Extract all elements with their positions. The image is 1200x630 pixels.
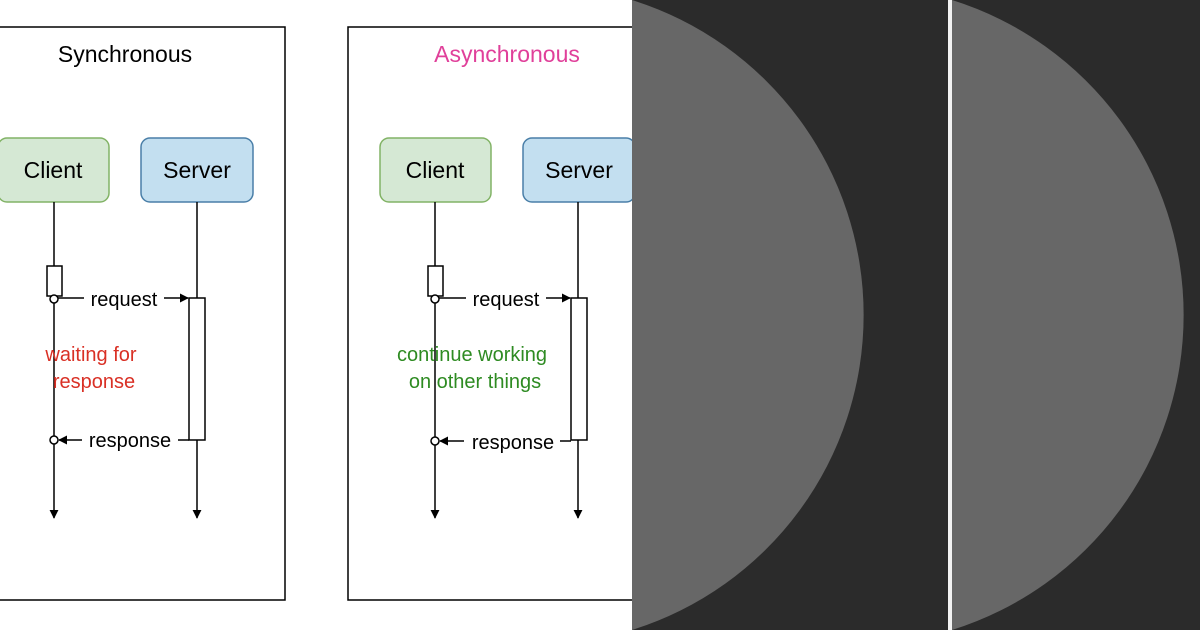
sequence-diagrams: Synchronous Client Server request respon… <box>0 26 632 601</box>
async-frame <box>347 26 632 601</box>
async-request-label: request <box>473 289 540 311</box>
sync-server-label: Server <box>163 157 231 183</box>
async-client-send-point <box>430 294 440 304</box>
async-response-label: response <box>472 432 554 454</box>
async-diagram: Asynchronous Client Server request respo… <box>347 26 632 601</box>
sync-client-receive-point <box>49 435 59 445</box>
sync-response-label: response <box>89 430 171 452</box>
dark-image-panels <box>632 0 1200 630</box>
sync-note-line-2: response <box>53 371 135 393</box>
sync-note-line-1: waiting for <box>44 344 136 366</box>
panel-2-circle <box>952 0 1184 630</box>
panel-1-circle <box>632 0 864 630</box>
sync-frame <box>0 26 286 601</box>
sync-diagram: Synchronous Client Server request respon… <box>0 26 286 601</box>
sync-client-send-point <box>49 294 59 304</box>
sync-client-label: Client <box>24 157 83 183</box>
sync-server-activation <box>188 297 206 441</box>
sync-request-label: request <box>91 289 158 311</box>
async-client-label: Client <box>406 157 465 183</box>
async-server-activation <box>570 297 588 441</box>
sync-title: Synchronous <box>58 41 192 67</box>
sync-client-activation <box>46 265 63 297</box>
async-server-box <box>522 137 632 203</box>
panel-1 <box>632 0 864 630</box>
async-server-label: Server <box>545 157 613 183</box>
async-title: Asynchronous <box>434 41 580 67</box>
async-note-line-1: continue working <box>397 344 547 366</box>
panel-divider <box>948 0 952 630</box>
async-note-line-2: on other things <box>409 371 541 393</box>
async-client-activation <box>427 265 444 297</box>
panel-2 <box>952 0 1184 630</box>
async-client-receive-point <box>430 436 440 446</box>
